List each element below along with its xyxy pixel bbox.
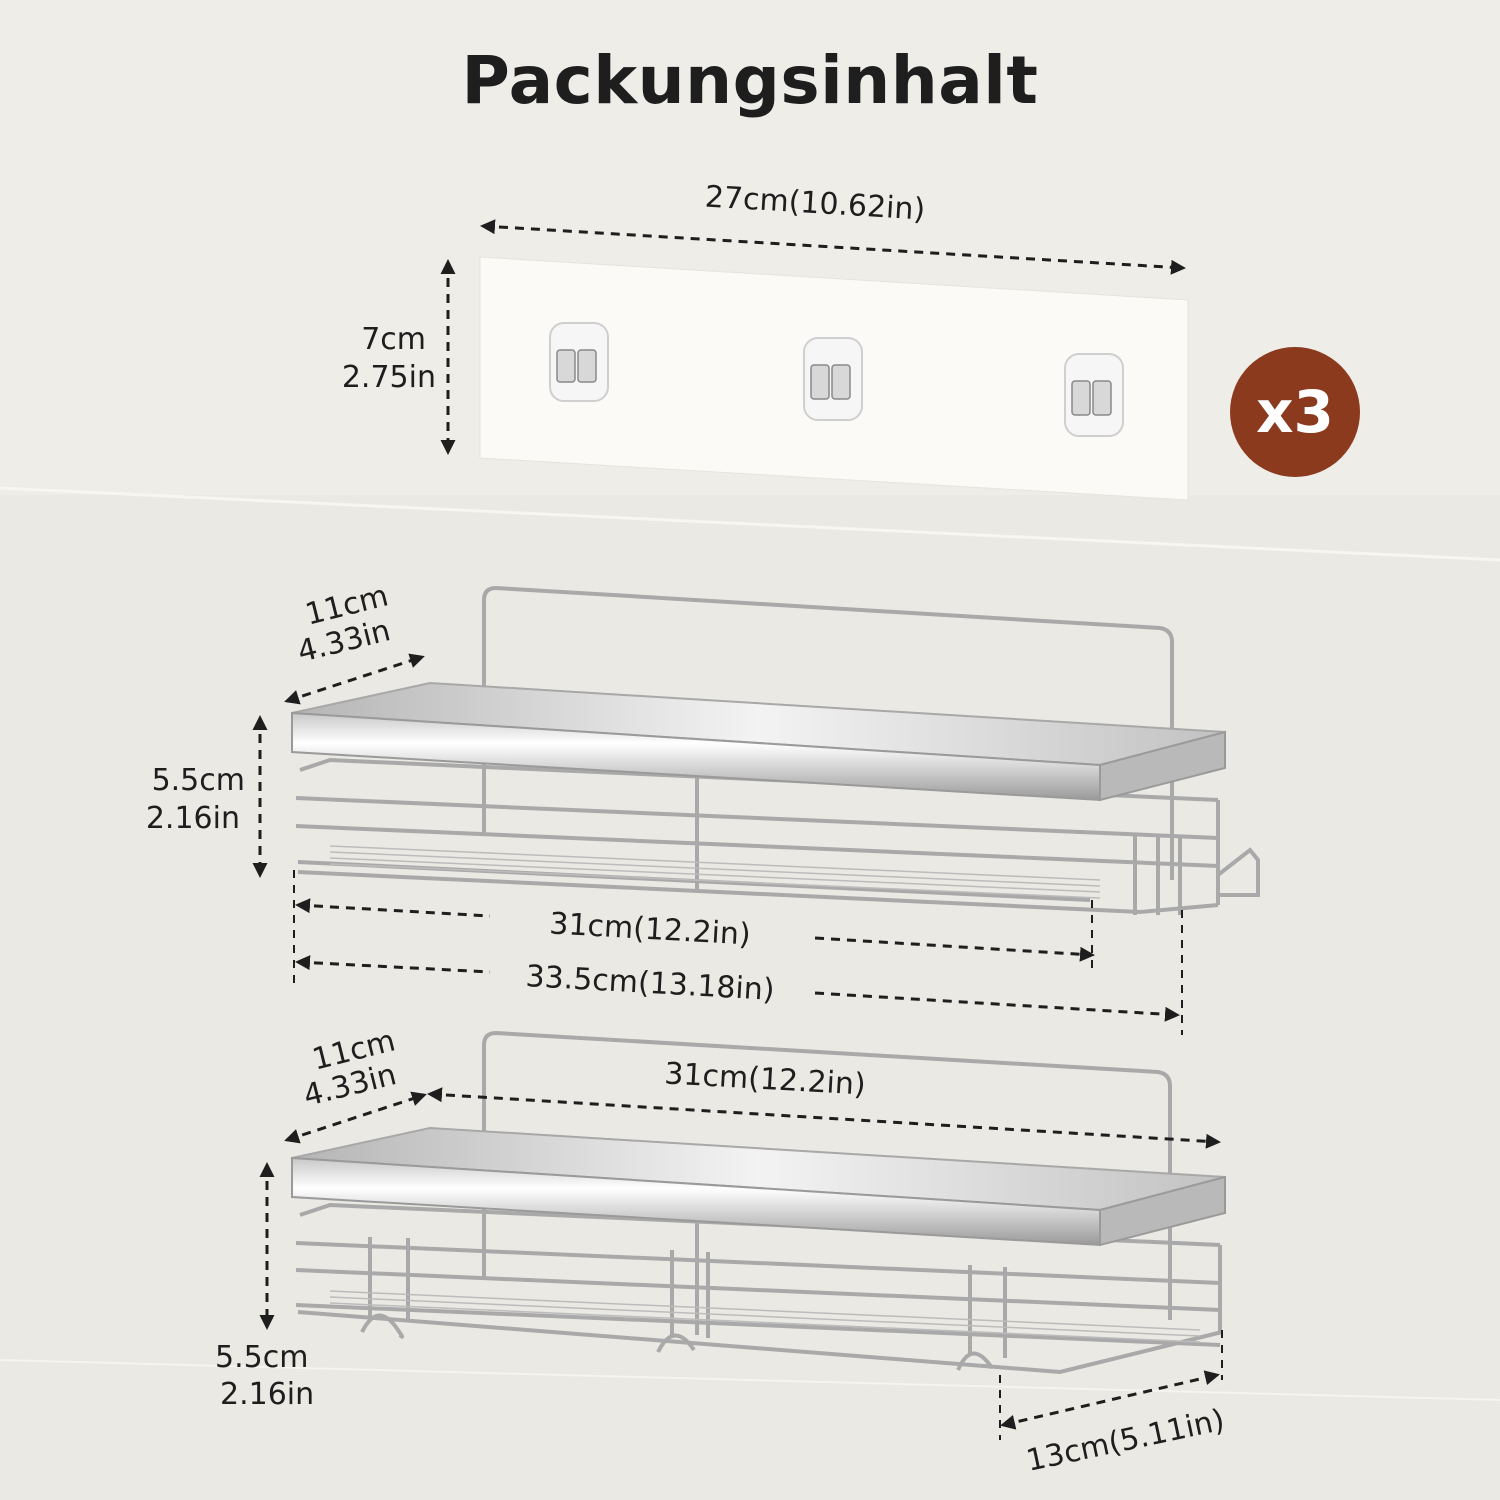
dimension-lines-shelf-top (252, 653, 1180, 1022)
adhesive-strip (479, 256, 1189, 501)
shelf-top-height-in-label: 2.16in (145, 801, 240, 836)
page-title: Packungsinhalt (461, 42, 1039, 119)
wall-seam (0, 1359, 1500, 1401)
shelf-bottom-height-cm-label: 5.5cm (215, 1340, 309, 1375)
extension-lines-shelf-bottom (999, 1330, 1223, 1440)
hook-clip-icon (1064, 353, 1124, 437)
shelf-top-tray (291, 681, 1226, 802)
strip-height-cm-label: 7cm (361, 322, 426, 357)
shelf-bottom-height-in-label: 2.16in (220, 1377, 315, 1412)
background-bottom-panel (0, 495, 1500, 1500)
hook-clip-icon (803, 337, 863, 421)
quantity-badge: x3 (1230, 347, 1360, 477)
hook-clip-icon (549, 322, 609, 402)
dimension-lines-shelf-bottom (259, 1087, 1221, 1430)
wall-seam (0, 486, 1500, 562)
strip-height-in-label: 2.75in (341, 360, 436, 395)
extension-lines-shelf-top (293, 870, 1183, 1035)
shelf-bottom-tray (291, 1126, 1226, 1247)
dimension-lines-strip (440, 219, 1186, 455)
shelf-top (295, 585, 1260, 915)
shelf-top-height-cm-label: 5.5cm (151, 763, 245, 798)
